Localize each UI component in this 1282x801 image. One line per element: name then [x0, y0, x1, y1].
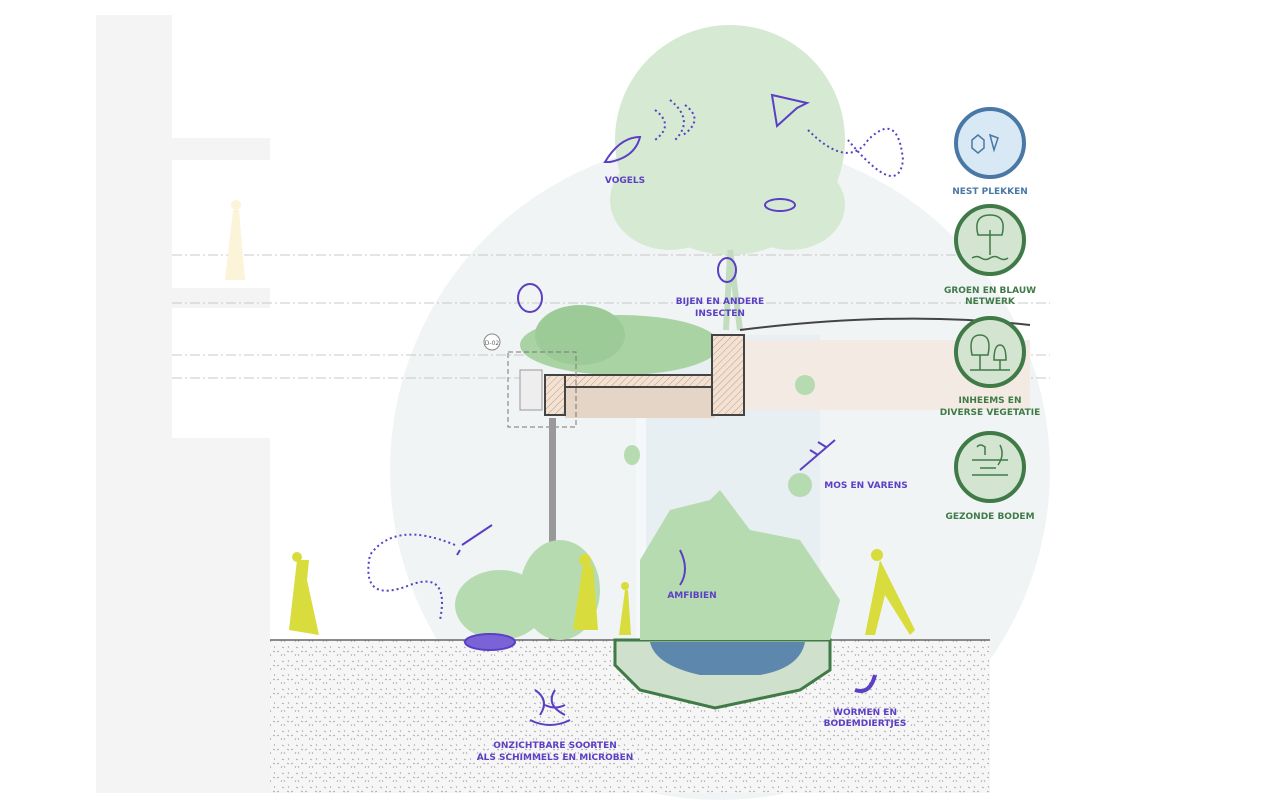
detail-tag: D-02 [483, 333, 501, 351]
nest-icon [954, 107, 1026, 179]
species-icons [367, 93, 905, 726]
svg-text:GROEN EN BLAUW: GROEN EN BLAUW [944, 286, 1036, 296]
legend-inheems-vegetatie: INHEEMS EN DIVERSE VEGETATIE [940, 316, 1041, 418]
ground-plants [455, 375, 840, 640]
pond [613, 638, 832, 710]
svg-text:DIVERSE VEGETATIE: DIVERSE VEGETATIE [940, 408, 1041, 418]
microbes-icon [529, 689, 571, 726]
legend-nest-plekken: NEST PLEKKEN [952, 107, 1028, 197]
flight-path-icon [807, 127, 905, 177]
label-amphibians: AMFIBIEN [667, 591, 716, 601]
nest-eggs-icon [764, 198, 796, 212]
bird-icon [603, 135, 642, 163]
worm-icon [854, 674, 877, 693]
people [225, 200, 915, 635]
flight-path-icon [367, 533, 456, 621]
label-microbes-1: ONZICHTBARE SOORTEN [493, 741, 617, 751]
swallow-icon [770, 93, 810, 128]
svg-text:NETWERK: NETWERK [965, 297, 1016, 307]
svg-text:GEZONDE BODEM: GEZONDE BODEM [945, 512, 1034, 522]
label-worms-1: WORMEN EN [833, 708, 897, 718]
tree-canopy [610, 25, 845, 331]
native-trees-icon [954, 316, 1026, 388]
species-labels: VOGELS BIJEN EN ANDERE INSECTEN MOS EN V… [477, 176, 908, 763]
soil-icon [954, 431, 1026, 503]
label-insects-1: BIJEN EN ANDERE [676, 297, 764, 307]
dragonfly-icon [456, 524, 493, 556]
label-insects-2: INSECTEN [695, 309, 745, 319]
hedgehog-icon [464, 633, 516, 651]
svg-text:INHEEMS EN: INHEEMS EN [959, 396, 1022, 406]
legend-groen-blauw-netwerk: GROEN EN BLAUW NETWERK [944, 204, 1036, 307]
label-vogels: VOGELS [605, 176, 645, 186]
fern-icon [799, 439, 836, 471]
label-worms-2: BODEMDIERTJES [824, 719, 907, 729]
label-moss: MOS EN VARENS [824, 481, 907, 491]
legend: NEST PLEKKEN GROEN EN BLAUW NETWERK INHE… [940, 107, 1041, 522]
svg-text:D-02: D-02 [485, 340, 500, 347]
label-microbes-2: ALS SCHIMMELS EN MICROBEN [477, 753, 634, 763]
adjacent-building [96, 15, 270, 793]
svg-text:NEST PLEKKEN: NEST PLEKKEN [952, 187, 1028, 197]
beetle-icon [717, 257, 737, 283]
legend-gezonde-bodem: GEZONDE BODEM [945, 431, 1035, 522]
bee-icon [517, 283, 543, 313]
lizard-icon [679, 549, 686, 586]
